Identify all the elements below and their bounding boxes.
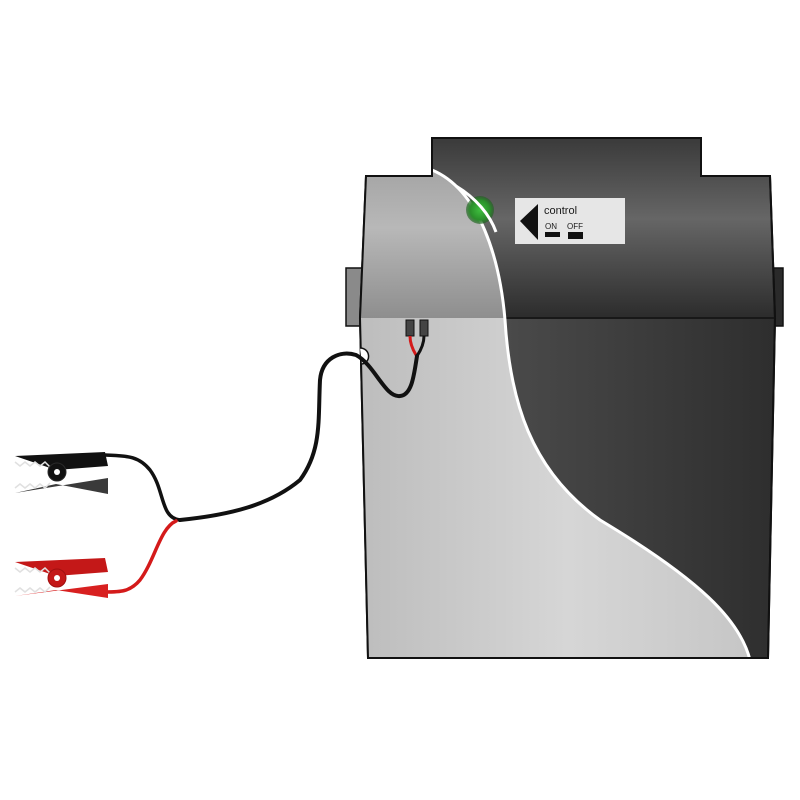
off-label: OFF [567,222,583,231]
negative-terminal [419,319,429,337]
red-cable [103,519,178,594]
indicator-led [466,196,494,224]
control-panel-label: control ON OFF [515,198,625,244]
on-switch[interactable] [545,232,560,237]
pivot-icon [54,575,60,581]
off-switch[interactable] [568,232,583,239]
control-title: control [544,205,577,217]
arrow-left-icon [520,204,538,240]
on-label: ON [545,222,557,231]
black-cable [103,453,182,522]
pivot-icon [54,469,60,475]
negative-clamp[interactable] [14,452,108,494]
positive-clamp[interactable] [14,558,108,598]
positive-terminal [405,319,415,337]
main-cable [178,351,419,522]
panel-divider-curve [431,168,752,661]
